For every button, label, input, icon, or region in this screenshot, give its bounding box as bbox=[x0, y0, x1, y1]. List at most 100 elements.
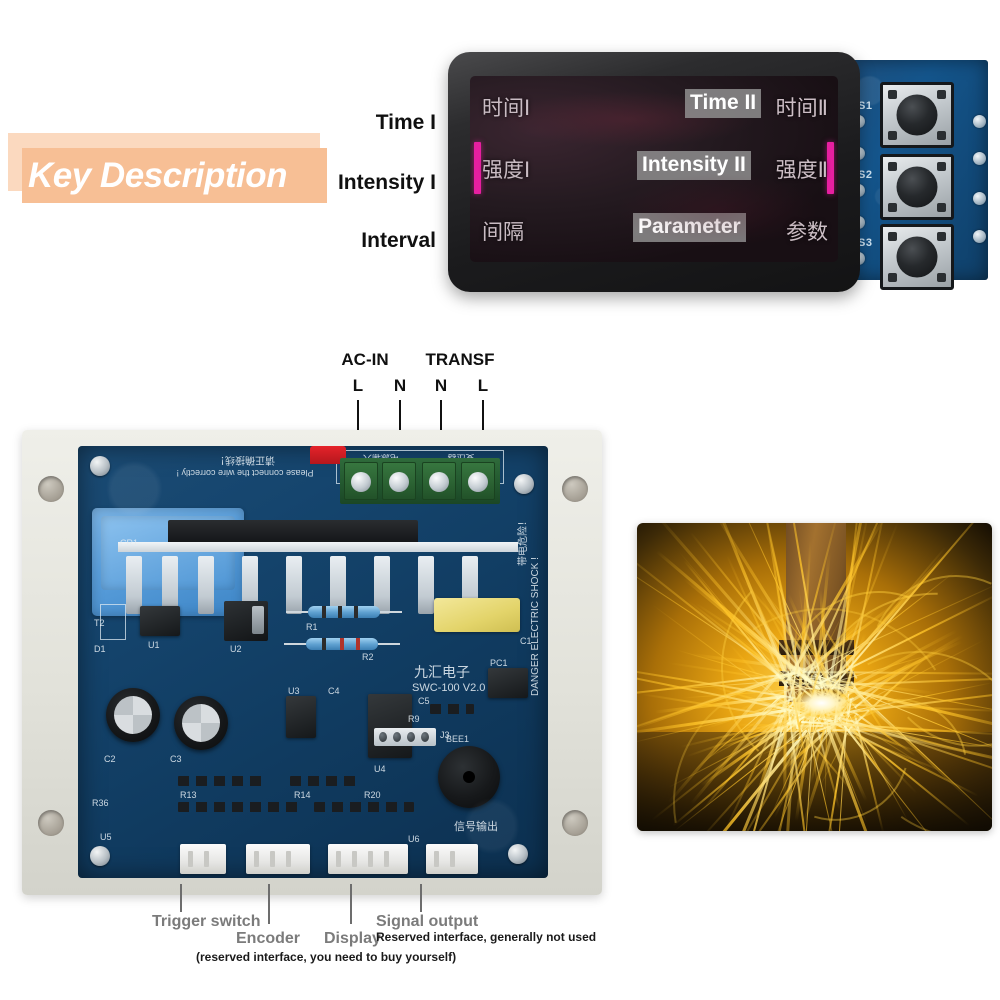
refdes-u5: U5 bbox=[100, 832, 112, 842]
ic-u3 bbox=[281, 696, 321, 738]
oled-screen: 时间Ⅰ 强度Ⅰ 间隔 时间Ⅱ 强度Ⅱ 参数 Time II Intensity … bbox=[470, 76, 838, 262]
tactile-button-s2[interactable] bbox=[880, 154, 954, 220]
button-cap[interactable] bbox=[896, 166, 938, 208]
terminal-group-transf: TRANSF bbox=[425, 350, 495, 369]
refdes-bee1: BEE1 bbox=[446, 734, 470, 744]
key-description-title: Key Description bbox=[28, 156, 287, 195]
smd-resistor-row bbox=[178, 802, 298, 812]
buzzer-bee1 bbox=[438, 746, 500, 808]
terminal-pin-3: N bbox=[434, 376, 448, 395]
button-corner bbox=[888, 131, 897, 140]
electrolytic-capacitor bbox=[106, 688, 160, 742]
terminal-cell[interactable] bbox=[344, 462, 378, 500]
fin bbox=[162, 556, 178, 614]
refdes-u4: U4 bbox=[374, 764, 386, 774]
connector-display[interactable] bbox=[328, 844, 408, 874]
callout-display: Display bbox=[324, 930, 381, 947]
refdes-c1: C1 bbox=[520, 636, 532, 646]
cursor-bar-left bbox=[474, 142, 481, 194]
silk-wire-notice-en: Please connect the wire correctly ! bbox=[176, 468, 314, 478]
leader-line bbox=[482, 400, 484, 455]
leader-line bbox=[420, 884, 422, 912]
terminal-screw[interactable] bbox=[389, 472, 409, 492]
refdes-r17: R20 bbox=[364, 790, 381, 800]
callout-encoder-note: (reserved interface, you need to buy you… bbox=[196, 950, 457, 964]
rectifier-block bbox=[168, 520, 418, 546]
mounting-hole bbox=[562, 476, 588, 502]
refdes-u6: U6 bbox=[408, 834, 420, 844]
connector-slot bbox=[336, 851, 341, 867]
connector-slot bbox=[368, 851, 373, 867]
silk-danger-en: DANGER ELECTRIC SHOCK ! bbox=[530, 557, 541, 696]
refdes-r20: R36 bbox=[92, 798, 109, 808]
electrolytic-capacitor bbox=[174, 696, 228, 750]
refdes-u2: U2 bbox=[230, 644, 242, 654]
refdes-c5: C5 bbox=[418, 696, 430, 706]
refdes-c4: C4 bbox=[328, 686, 340, 696]
refdes-r14: R14 bbox=[294, 790, 311, 800]
chassis-screw bbox=[90, 456, 110, 476]
connector-trigger-switch[interactable] bbox=[180, 844, 226, 874]
terminal-screw[interactable] bbox=[351, 472, 371, 492]
header-pin bbox=[393, 732, 401, 742]
refdes-r1: R1 bbox=[306, 622, 318, 632]
chassis-screw bbox=[508, 844, 528, 864]
chassis-screw bbox=[514, 474, 534, 494]
button-corner bbox=[888, 273, 897, 282]
terminal-cell[interactable] bbox=[461, 462, 495, 500]
controller-enclosure: 请正确接线！ Please connect the wire correctly… bbox=[22, 430, 602, 895]
terminal-cell[interactable] bbox=[422, 462, 456, 500]
refdes-r2: R2 bbox=[362, 652, 374, 662]
fin bbox=[286, 556, 302, 614]
terminal-cell[interactable] bbox=[382, 462, 416, 500]
callout-intensity-1: Intensity I bbox=[337, 171, 436, 194]
header-pin bbox=[407, 732, 415, 742]
mounting-hole bbox=[38, 476, 64, 502]
refdes-r13: R13 bbox=[180, 790, 197, 800]
solder-pad bbox=[973, 192, 986, 205]
tactile-button-s1[interactable] bbox=[880, 82, 954, 148]
connector-slot bbox=[384, 851, 389, 867]
pcb-pad-strip bbox=[118, 542, 518, 552]
button-corner bbox=[888, 203, 897, 212]
silk-wire-notice-cn: 请正确接线！ bbox=[215, 454, 275, 465]
refdes-d1: D1 bbox=[94, 644, 106, 654]
button-label-s3: S3 bbox=[858, 237, 873, 249]
screen-label-time-1-cn: 时间Ⅰ bbox=[482, 96, 531, 120]
mounting-hole bbox=[38, 810, 64, 836]
header-j3[interactable] bbox=[374, 728, 436, 746]
mounting-hole bbox=[562, 810, 588, 836]
terminal-pin-4: L bbox=[477, 376, 489, 395]
button-corner bbox=[888, 90, 897, 99]
refdes-u3: U3 bbox=[288, 686, 300, 696]
terminal-screw[interactable] bbox=[429, 472, 449, 492]
board-brand-cn: 九汇电子 bbox=[414, 665, 470, 681]
button-corner bbox=[937, 273, 946, 282]
fin bbox=[374, 556, 390, 614]
button-corner bbox=[888, 232, 897, 241]
refdes-pc1: PC1 bbox=[490, 658, 508, 668]
screen-label-intensity-2-cn: 强度Ⅱ bbox=[775, 158, 828, 182]
overlay-intensity-2: Intensity II bbox=[637, 151, 751, 180]
terminal-pin-2: N bbox=[393, 376, 407, 395]
connector-encoder[interactable] bbox=[246, 844, 310, 874]
refdes-r9: R9 bbox=[408, 714, 420, 724]
heatsink-fins bbox=[118, 546, 518, 614]
smd-resistor-row bbox=[314, 802, 414, 812]
callout-interval: Interval bbox=[361, 229, 436, 252]
screen-label-time-2-cn: 时间Ⅱ bbox=[775, 96, 828, 120]
tactile-button-s3[interactable] bbox=[880, 224, 954, 290]
button-cap[interactable] bbox=[896, 94, 938, 136]
silk-signal-output-cn: 信号输出 bbox=[454, 820, 498, 833]
leader-line bbox=[357, 400, 359, 455]
callout-signal-output-note: Reserved interface, generally not used bbox=[376, 930, 597, 944]
fin bbox=[330, 556, 346, 614]
fin bbox=[198, 556, 214, 614]
refdes-c3: C3 bbox=[170, 754, 182, 764]
terminal-screw[interactable] bbox=[468, 472, 488, 492]
screen-label-parameter-cn: 参数 bbox=[786, 220, 828, 244]
connector-signal-output[interactable] bbox=[426, 844, 478, 874]
leader-line bbox=[440, 400, 442, 455]
button-cap[interactable] bbox=[896, 236, 938, 278]
